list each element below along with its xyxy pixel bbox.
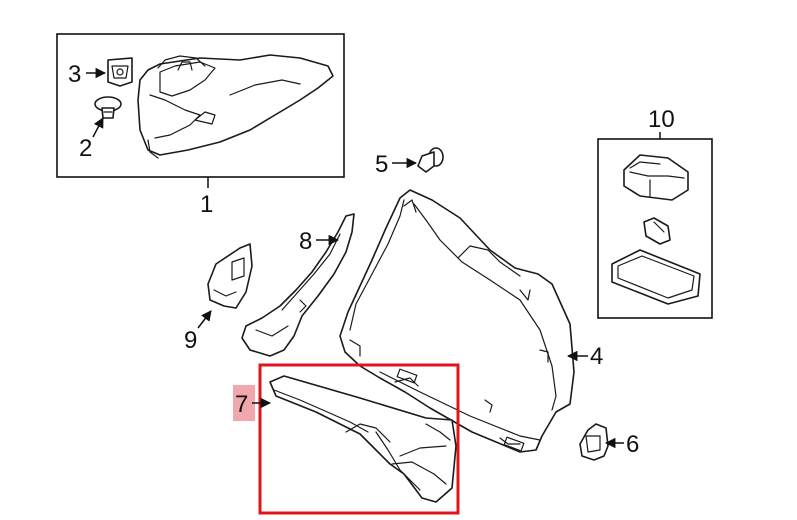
callout-6-label: 6 [626,431,639,458]
part-5-push-pin[interactable] [417,147,444,173]
part-7-highlight-box [258,363,460,515]
part-9-panel[interactable] [207,243,253,309]
callout-2-arrow [92,117,104,138]
part-10-lens-cover[interactable] [611,249,701,305]
callout-4-label: 4 [590,343,603,370]
callout-10-label: 10 [648,106,675,133]
part-1-group-box [56,33,345,178]
part-3-clip[interactable] [107,57,133,87]
callout-9-label: 9 [184,327,197,354]
callout-8-label: 8 [299,228,312,255]
callout-2-label: 2 [79,135,92,162]
part-2-push-pin[interactable] [94,96,122,119]
part-1-upper-trim-panel[interactable] [137,54,334,159]
part-10-bulb[interactable] [643,217,671,245]
callout-7-label: 7 [235,391,248,418]
part-4-quarter-trim[interactable] [339,189,575,453]
callout-3-label: 3 [68,61,81,88]
callout-7-label-bg [233,385,255,421]
callout-9-arrow [197,310,212,329]
part-10-group-box [597,138,713,319]
part-6-clip[interactable] [579,423,609,461]
callout-1-label: 1 [200,191,213,218]
part-10-lamp-housing[interactable] [623,154,689,201]
part-8-bracket[interactable] [241,213,355,357]
part-7-side-trim[interactable] [269,375,457,503]
callout-5-label: 5 [375,151,388,178]
